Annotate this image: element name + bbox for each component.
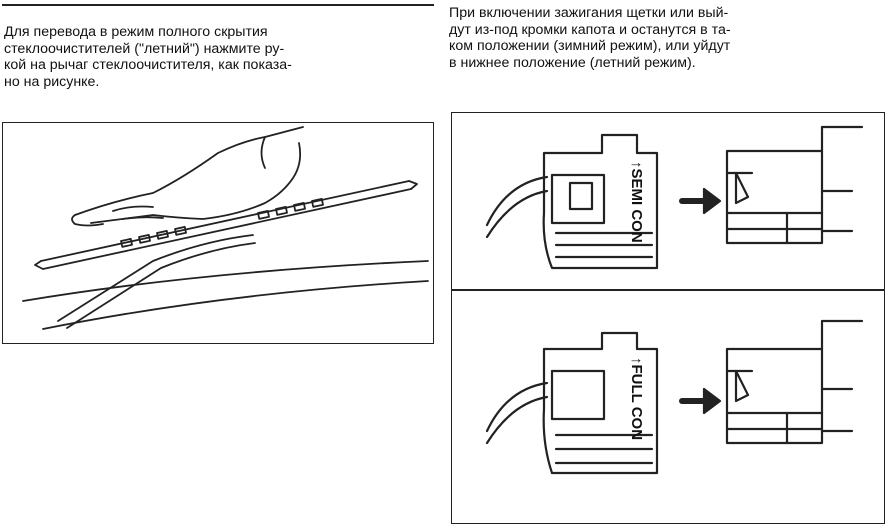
semi-con-label: ↑SEMI CON [628,161,645,243]
text-line: стеклоочистителей ("летний") нажмите ру- [4,40,285,57]
connector-drawing: ↑SEMI CON ↑FULL CON [485,125,864,475]
instruction-paragraph-left: Для перевода в режим полного скрытия сте… [4,24,434,90]
wiper-arm-illustration [2,122,434,344]
connector-diagram: ↑SEMI CON ↑FULL CON [451,112,885,524]
text-line: Для перевода в режим полного скрытия [4,24,268,40]
top-rule [2,4,434,6]
panel-divider [452,289,884,291]
text-line: кой на рычаг стеклоочистителя, как показ… [4,57,292,73]
text-line: При включении зажигания щетки или вый- [449,5,729,21]
instruction-paragraph-right: При включении зажигания щетки или вый- д… [449,5,885,71]
text-line: дут из-под кромки капота и останутся в т… [449,21,731,38]
wiper-arm-drawing [22,126,429,330]
text-line: но на рисунке. [4,73,100,90]
text-line: ком положении (зимний режим), или уйдут [449,38,731,54]
full-con-label: ↑FULL CON [628,357,645,440]
text-line: в нижнее положение (летний режим). [449,54,696,71]
